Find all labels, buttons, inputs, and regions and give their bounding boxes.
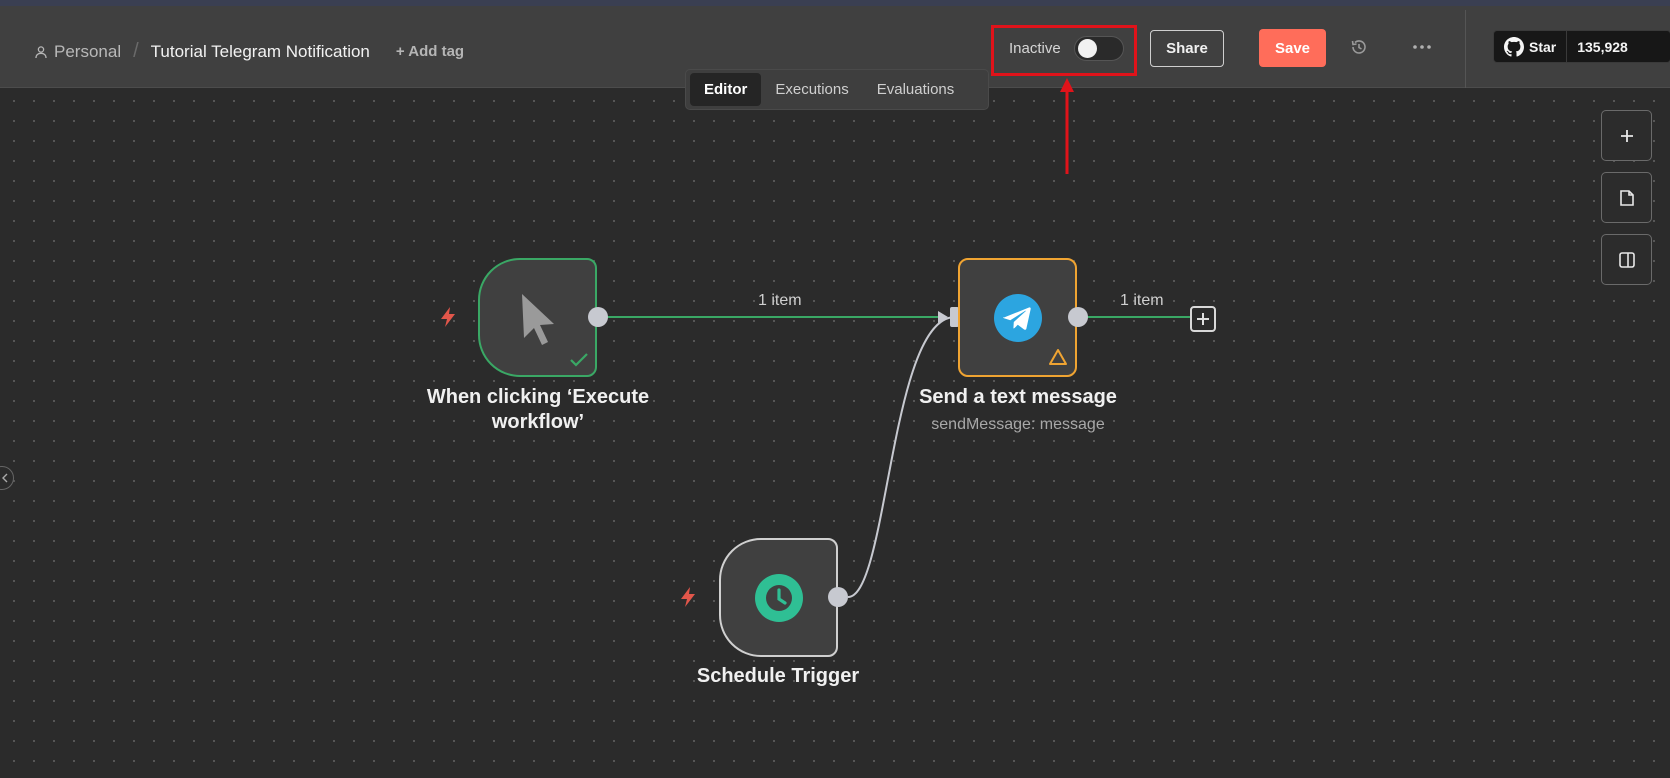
- github-icon: [1504, 36, 1524, 57]
- add-node-button[interactable]: [1190, 306, 1216, 332]
- annotation-arrow: [1060, 78, 1074, 174]
- node-telegram-sublabel: sendMessage: message: [931, 416, 1105, 433]
- panel-toggle-icon: [1618, 251, 1635, 268]
- schedule-bolt-icon: [681, 587, 695, 607]
- plus-icon: [1197, 313, 1209, 325]
- activate-toggle[interactable]: [1074, 36, 1124, 61]
- add-tag-button[interactable]: + Add tag: [395, 43, 465, 60]
- node-schedule-label: Schedule Trigger: [696, 665, 860, 687]
- sidebar-collapse-handle[interactable]: [0, 466, 14, 490]
- success-check-icon: [570, 353, 588, 367]
- schedule-output-handle[interactable]: [828, 587, 848, 607]
- workflow-canvas[interactable]: [0, 89, 1670, 778]
- node-telegram-label: Send a text message: [919, 386, 1117, 408]
- toggle-knob: [1078, 39, 1097, 58]
- tab-executions[interactable]: Executions: [775, 81, 849, 98]
- github-star-count[interactable]: 135,928: [1577, 38, 1628, 55]
- edge-label-telegram-out: 1 item: [1120, 292, 1164, 309]
- sticky-note-icon: [1619, 189, 1634, 206]
- header-divider: [1465, 10, 1466, 88]
- zoom-in-icon: [1620, 129, 1633, 142]
- top-accent-bar: [0, 0, 1670, 6]
- telegram-output-handle[interactable]: [1068, 307, 1088, 327]
- node-schedule-trigger[interactable]: [719, 538, 838, 657]
- breadcrumb-separator: /: [133, 40, 139, 62]
- highlight-box: [991, 25, 1137, 76]
- save-button[interactable]: Save: [1259, 29, 1326, 67]
- more-options-icon[interactable]: [1410, 37, 1434, 57]
- workflow-title[interactable]: Tutorial Telegram Notification: [150, 41, 370, 61]
- chevron-left-icon: [2, 473, 8, 483]
- panel-toggle-button[interactable]: [1601, 234, 1652, 285]
- telegram-input-handle[interactable]: [950, 307, 959, 327]
- breadcrumb-personal[interactable]: Personal: [34, 42, 121, 62]
- person-icon: [35, 45, 47, 58]
- node-manual-trigger[interactable]: [478, 258, 597, 377]
- github-star-widget: Star 135,928: [1493, 30, 1670, 63]
- sticky-note-button[interactable]: [1601, 172, 1652, 223]
- trigger-bolt-icon: [441, 307, 455, 327]
- tab-editor[interactable]: Editor: [690, 73, 762, 106]
- github-star-label: Star: [1529, 38, 1557, 55]
- history-icon[interactable]: [1349, 37, 1369, 57]
- active-status-label: Inactive: [1009, 40, 1061, 57]
- zoom-in-button[interactable]: [1601, 110, 1652, 161]
- node-telegram[interactable]: [958, 258, 1077, 377]
- cursor-icon: [522, 294, 554, 345]
- warning-icon: [1049, 349, 1067, 365]
- breadcrumb: Personal / Tutorial Telegram Notificatio…: [34, 40, 464, 63]
- view-tabs: Editor Executions Evaluations: [685, 69, 989, 110]
- breadcrumb-owner-label: Personal: [54, 41, 122, 61]
- manual-trigger-output-handle[interactable]: [588, 307, 608, 327]
- share-button[interactable]: Share: [1150, 30, 1224, 67]
- telegram-icon: [994, 294, 1042, 342]
- node-manual-trigger-label: When clicking ‘Execute workflow’: [426, 386, 650, 433]
- tab-evaluations[interactable]: Evaluations: [876, 81, 955, 98]
- clock-icon: [755, 574, 803, 622]
- github-star-button[interactable]: Star: [1494, 31, 1568, 62]
- edge-label-manual: 1 item: [758, 292, 802, 309]
